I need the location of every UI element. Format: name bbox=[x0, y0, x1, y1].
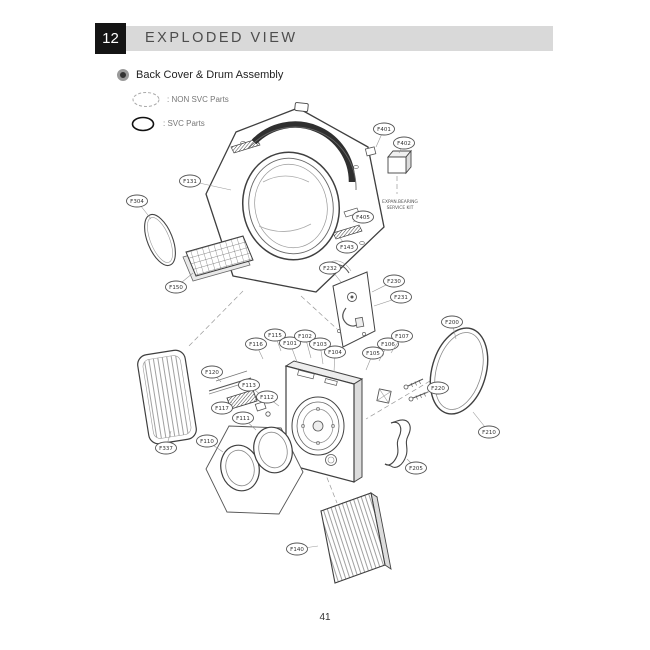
service-kit: EXPAN.BEARING SERVICE KIT bbox=[364, 146, 418, 211]
part-callout-label: F230 bbox=[387, 279, 401, 285]
part-callout-label: F102 bbox=[298, 334, 312, 340]
part-callout: F337 bbox=[155, 441, 177, 455]
part-callout: F140 bbox=[286, 542, 308, 556]
part-callout-label: F143 bbox=[340, 245, 354, 251]
part-callout: F105 bbox=[362, 346, 384, 360]
part-callout: F101 bbox=[279, 336, 301, 350]
part-callout: F210 bbox=[478, 425, 500, 439]
part-callout-label: F112 bbox=[260, 395, 274, 401]
page-number: 41 bbox=[319, 612, 331, 623]
part-callout-label: F220 bbox=[431, 386, 445, 392]
part-callout: F401 bbox=[373, 122, 395, 136]
part-callout: F104 bbox=[324, 345, 346, 359]
svc-ellipse-icon bbox=[131, 116, 155, 131]
part-callout: F402 bbox=[393, 136, 415, 150]
part-callout: F150 bbox=[165, 280, 187, 294]
part-callout: F220 bbox=[427, 381, 449, 395]
drum bbox=[241, 102, 357, 261]
part-callout-label: F106 bbox=[381, 342, 395, 348]
vent-slot bbox=[332, 224, 363, 240]
part-callout-label: F115 bbox=[268, 333, 282, 339]
door-gasket bbox=[429, 327, 489, 415]
part-callout-label: F401 bbox=[377, 127, 391, 133]
part-callout-label: F117 bbox=[215, 406, 229, 412]
part-callout-label: F402 bbox=[397, 141, 411, 147]
mount-plate bbox=[376, 388, 392, 404]
left-side-panel bbox=[137, 349, 197, 445]
part-callout: F113 bbox=[238, 378, 260, 392]
part-callout-label: F231 bbox=[394, 295, 408, 301]
part-callout: F112 bbox=[256, 390, 278, 404]
page-title: EXPLODED VIEW bbox=[145, 30, 298, 46]
part-callout: F131 bbox=[179, 174, 201, 188]
assembly-subtitle-label: Back Cover & Drum Assembly bbox=[136, 69, 284, 81]
part-callout-label: F120 bbox=[205, 370, 219, 376]
legend-row-non-svc: : NON SVC Parts bbox=[131, 91, 229, 108]
part-callout-label: F107 bbox=[395, 334, 409, 340]
part-callout: F117 bbox=[211, 401, 233, 415]
part-callout-label: F104 bbox=[328, 350, 342, 356]
axis-lines bbox=[186, 290, 431, 504]
part-callout: F232 bbox=[319, 261, 341, 275]
legend-row-svc: : SVC Parts bbox=[131, 115, 229, 132]
part-callout-label: F150 bbox=[169, 285, 183, 291]
part-callout: F120 bbox=[201, 365, 223, 379]
part-callout: F110 bbox=[196, 434, 218, 448]
part-callout: F205 bbox=[405, 461, 427, 475]
screws bbox=[403, 378, 429, 402]
part-callout-label: F105 bbox=[366, 351, 380, 357]
part-callout-label: F110 bbox=[200, 439, 214, 445]
bullet-icon bbox=[117, 69, 129, 81]
exhaust-duct bbox=[384, 419, 411, 468]
part-callout: F115 bbox=[264, 328, 286, 342]
door-ring-outer bbox=[220, 444, 260, 492]
part-callout-label: F200 bbox=[445, 320, 459, 326]
part-callout-label: F113 bbox=[242, 383, 256, 389]
part-callout: F304 bbox=[126, 194, 148, 208]
part-callout-label: F103 bbox=[313, 342, 327, 348]
drum-belt bbox=[144, 213, 176, 267]
part-callout-label: F205 bbox=[409, 466, 423, 472]
legend-label-non-svc: : NON SVC Parts bbox=[167, 95, 229, 104]
part-callout-label: F232 bbox=[323, 266, 337, 272]
part-callout: F200 bbox=[441, 315, 463, 329]
part-callout-label: F101 bbox=[283, 341, 297, 347]
assembly-subtitle: Back Cover & Drum Assembly bbox=[117, 69, 283, 81]
part-callout: F106 bbox=[377, 337, 399, 351]
band-clamp bbox=[294, 102, 309, 113]
section-header-bar bbox=[95, 26, 553, 51]
drum-band bbox=[251, 121, 356, 183]
legend: : NON SVC Parts : SVC Parts bbox=[131, 91, 229, 139]
part-callout-label: F131 bbox=[183, 179, 197, 185]
front-bulkhead-assembly bbox=[205, 360, 364, 515]
part-callout-label: F405 bbox=[356, 215, 370, 221]
part-callout: F111 bbox=[232, 411, 254, 425]
section-number: 12 bbox=[95, 23, 126, 54]
part-callout: F405 bbox=[352, 210, 374, 224]
part-callout: F116 bbox=[245, 337, 267, 351]
kit-note-line2: SERVICE KIT bbox=[387, 205, 414, 211]
part-callout: F102 bbox=[294, 329, 316, 343]
part-callout-label: F210 bbox=[482, 430, 496, 436]
vent-slot bbox=[230, 138, 261, 154]
part-callout-label: F111 bbox=[236, 416, 250, 422]
part-callout: F143 bbox=[336, 240, 358, 254]
part-callout: F103 bbox=[309, 337, 331, 351]
part-callout: F230 bbox=[383, 274, 405, 288]
part-callout-label: F304 bbox=[130, 199, 144, 205]
heater-grille bbox=[182, 235, 254, 282]
kit-note-line1: EXPAN.BEARING bbox=[382, 199, 418, 205]
bottom-panel bbox=[320, 492, 392, 584]
part-callout-label: F116 bbox=[249, 342, 263, 348]
non-svc-ellipse-icon bbox=[132, 92, 160, 107]
legend-label-svc: : SVC Parts bbox=[163, 119, 205, 128]
part-callout-label: F337 bbox=[159, 446, 173, 452]
right-hardware bbox=[376, 327, 489, 468]
part-callout: F231 bbox=[390, 290, 412, 304]
door-ring-inner bbox=[253, 426, 293, 474]
part-callout-label: F140 bbox=[290, 547, 304, 553]
part-callout: F107 bbox=[391, 329, 413, 343]
